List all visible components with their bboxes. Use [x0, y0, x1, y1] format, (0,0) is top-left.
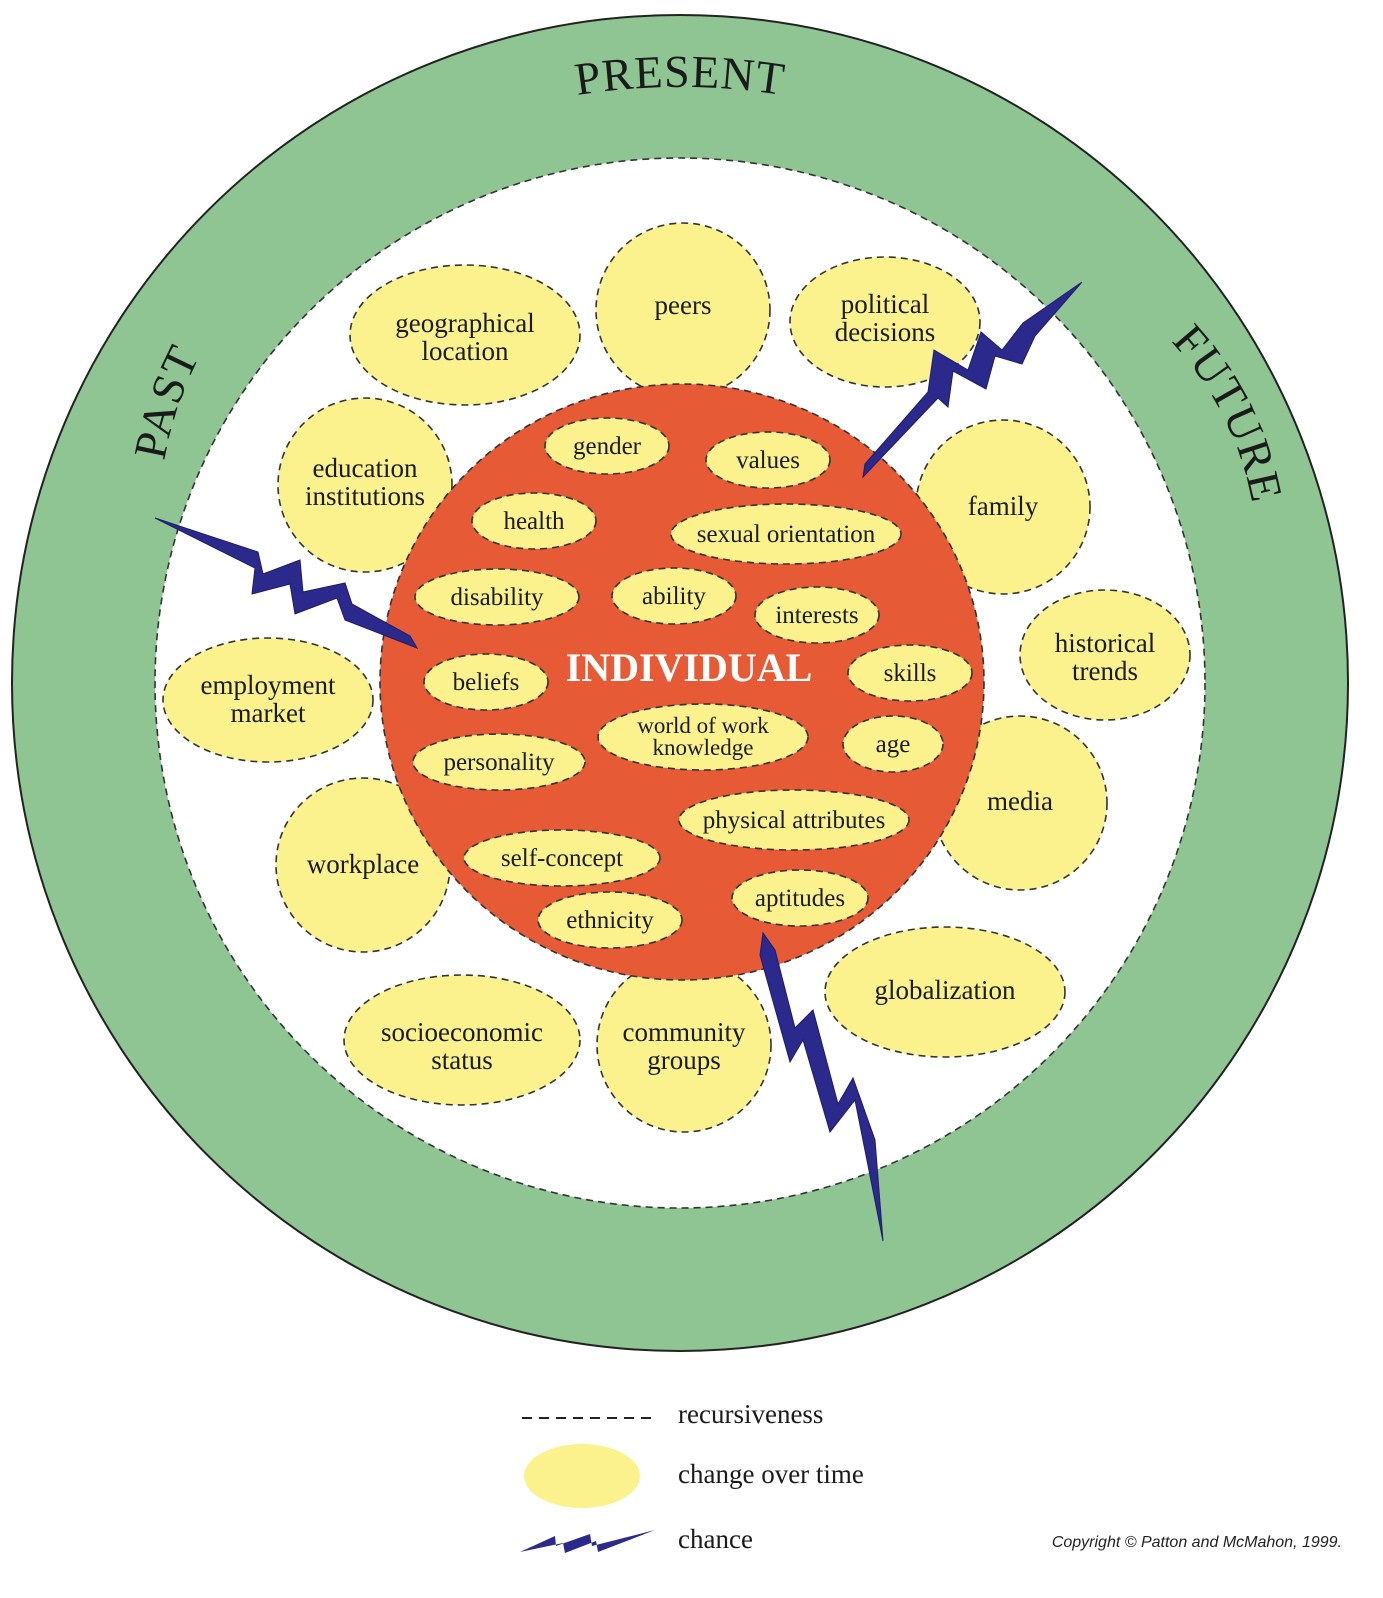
legend-chance-bolt [520, 1530, 655, 1553]
svg-text:aptitudes: aptitudes [755, 885, 845, 912]
legend-change-over-time: change over time [678, 1459, 864, 1489]
svg-text:workplace: workplace [307, 849, 419, 879]
factor-ability: ability [611, 567, 737, 625]
svg-text:media: media [987, 786, 1053, 816]
chance-bolt-left [154, 517, 419, 649]
legend-recursiveness: recursiveness [678, 1399, 823, 1429]
svg-text:health: health [503, 508, 565, 535]
factor-skills: skills [847, 644, 973, 702]
individual-factors: gender values health sexual orientation … [412, 417, 973, 949]
legend: recursiveness change over time chance [520, 1399, 864, 1554]
legend-bubble [524, 1444, 640, 1508]
factor-aptitudes: aptitudes [731, 869, 869, 927]
ring-label-present: PRESENT [572, 46, 789, 105]
factor-ethnicity: ethnicity [537, 891, 683, 949]
bubble-peers: peers [595, 222, 771, 398]
svg-text:physical attributes: physical attributes [703, 807, 886, 834]
factor-physical-attributes: physical attributes [678, 789, 910, 851]
svg-text:self-concept: self-concept [501, 845, 623, 872]
individual-label: INDIVIDUAL [566, 645, 813, 690]
factor-interests: interests [754, 586, 880, 644]
svg-text:ethnicity: ethnicity [566, 907, 654, 934]
bubble-family: family [915, 419, 1091, 595]
svg-text:personality: personality [443, 749, 555, 776]
chance-bolt-bottom [759, 931, 884, 1242]
copyright-notice: Copyright © Patton and McMahon, 1999. [1052, 1534, 1342, 1551]
svg-text:gender: gender [573, 433, 642, 460]
svg-text:values: values [736, 447, 800, 474]
factor-self-concept: self-concept [463, 829, 661, 887]
svg-text:sexual orientation: sexual orientation [697, 521, 876, 548]
svg-text:ability: ability [642, 583, 706, 610]
factor-gender: gender [544, 417, 670, 475]
factor-values: values [705, 431, 831, 489]
factor-age: age [842, 715, 944, 773]
svg-text:skills: skills [884, 660, 937, 687]
bubble-media: media [932, 715, 1108, 891]
factor-disability: disability [414, 568, 580, 626]
factor-beliefs: beliefs [423, 653, 549, 711]
svg-text:age: age [876, 731, 911, 758]
svg-text:interests: interests [775, 602, 858, 629]
legend-chance: chance [678, 1524, 753, 1554]
svg-text:disability: disability [450, 584, 544, 611]
svg-text:peers: peers [655, 290, 712, 320]
svg-text:globalization: globalization [875, 975, 1016, 1005]
svg-text:family: family [968, 491, 1039, 521]
bubble-globalization: globalization [824, 926, 1066, 1058]
factor-health: health [471, 492, 597, 550]
factor-sexual-orientation: sexual orientation [670, 503, 902, 565]
factor-personality: personality [412, 733, 586, 791]
svg-text:beliefs: beliefs [453, 669, 520, 696]
chance-bolt-upper-right [862, 281, 1083, 479]
